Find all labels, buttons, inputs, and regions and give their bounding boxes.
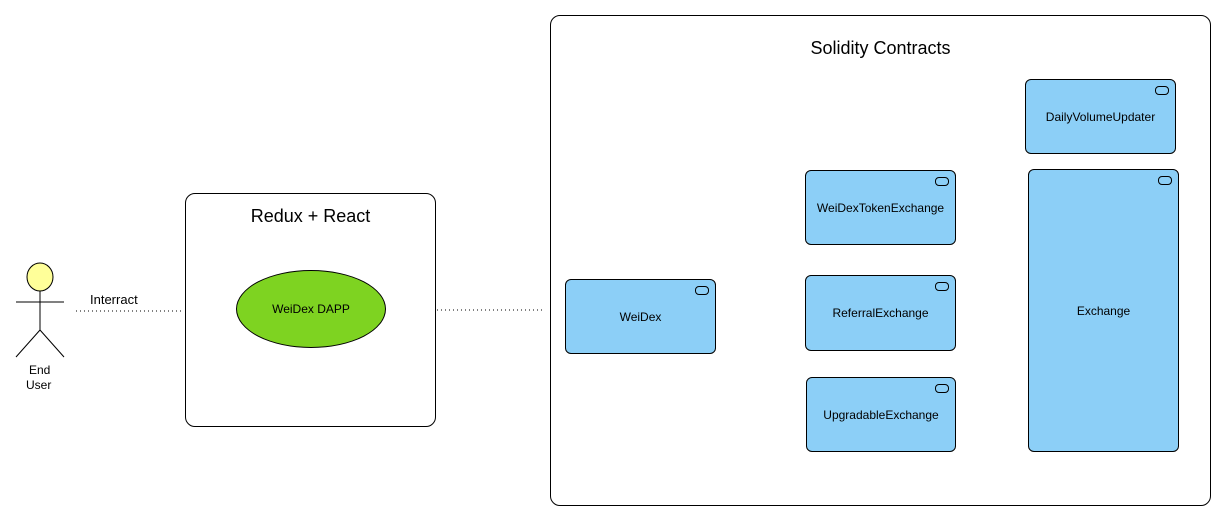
weidex-dapp-node[interactable]: WeiDex DAPP (236, 270, 386, 348)
weidex-dapp-label: WeiDex DAPP (272, 302, 350, 316)
component-icon (1155, 86, 1169, 95)
referral-exchange-node[interactable]: ReferralExchange (805, 275, 956, 351)
daily-volume-updater-node[interactable]: DailyVolumeUpdater (1025, 79, 1176, 154)
component-icon (695, 286, 709, 295)
exchange-label: Exchange (1076, 303, 1131, 318)
end-user-actor-icon (15, 262, 65, 358)
referral-exchange-label: ReferralExchange (832, 306, 929, 320)
upgradable-exchange-label: UpgradableExchange (823, 407, 939, 422)
daily-volume-updater-label: DailyVolumeUpdater (1045, 109, 1156, 124)
component-icon (1158, 176, 1172, 185)
interact-label: Interract (90, 292, 138, 307)
weidex-label: WeiDex (619, 309, 662, 324)
contracts-title: Solidity Contracts (810, 38, 951, 58)
weidex-token-exchange-label: WeiDexTokenExchange (816, 200, 945, 215)
actor-name-line2: User (26, 378, 52, 392)
exchange-node[interactable]: Exchange (1028, 169, 1179, 452)
upgradable-exchange-node[interactable]: UpgradableExchange (806, 377, 956, 452)
weidex-token-exchange-node[interactable]: WeiDexTokenExchange (805, 170, 956, 245)
actor-name-line1: End (29, 363, 51, 377)
component-icon (935, 384, 949, 393)
weidex-node[interactable]: WeiDex (565, 279, 716, 354)
component-icon (935, 282, 949, 291)
frontend-title: Redux + React (250, 206, 371, 226)
component-icon (935, 177, 949, 186)
